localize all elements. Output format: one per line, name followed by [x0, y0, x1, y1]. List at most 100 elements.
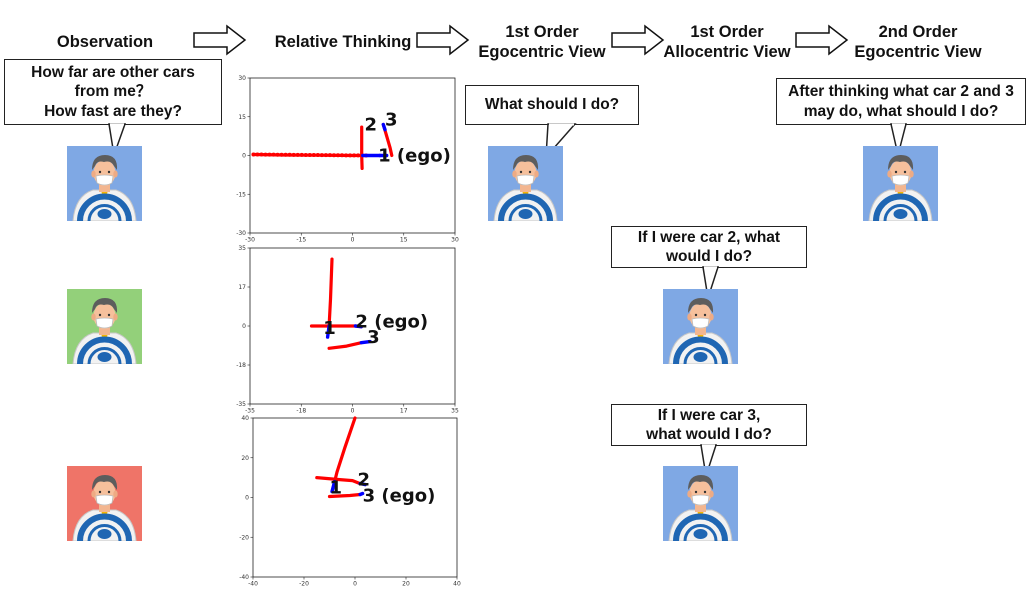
ear — [687, 313, 692, 321]
eye — [98, 170, 102, 174]
x-tick-label: -35 — [245, 408, 255, 415]
steering-wheel-hub — [693, 352, 708, 362]
recent-trajectory — [358, 491, 365, 497]
trajectory-point — [319, 153, 324, 158]
header-observation: Observation — [56, 33, 154, 51]
x-tick-label: 35 — [451, 408, 459, 415]
recent-trajectory — [381, 122, 387, 132]
trajectory-point — [259, 152, 264, 157]
trajectory-point — [356, 153, 361, 158]
trajectory-point — [303, 152, 308, 157]
trajectory-point — [275, 152, 280, 157]
car-label: 2 — [364, 115, 377, 136]
steering-wheel-inner — [683, 524, 718, 541]
steering-wheel-hub — [693, 529, 708, 539]
y-tick-label: 30 — [238, 75, 246, 82]
bubble-tail — [890, 123, 907, 156]
neck — [99, 184, 110, 192]
x-tick-label: 30 — [451, 237, 459, 244]
mask — [95, 494, 114, 506]
trajectory-point — [267, 152, 272, 157]
trajectory-point — [251, 152, 256, 157]
neck — [695, 504, 706, 512]
x-tick-label: 0 — [353, 581, 357, 588]
steering-wheel-hub — [518, 209, 533, 219]
eye — [107, 490, 111, 494]
ear — [113, 313, 118, 321]
arrow-icon — [416, 24, 470, 56]
trajectory-point — [299, 152, 304, 157]
trajectory-line — [327, 341, 363, 350]
y-tick-label: 40 — [241, 415, 249, 422]
eye — [107, 313, 111, 317]
trajectory-point — [344, 153, 349, 158]
car-label: 3 — [385, 109, 398, 130]
eye — [703, 313, 707, 317]
recent-trajectory — [325, 324, 331, 339]
eye — [903, 170, 907, 174]
ear — [887, 170, 892, 178]
y-tick-label: 0 — [242, 153, 246, 160]
arrow-icon — [611, 24, 665, 56]
recent-trajectory — [359, 339, 372, 345]
eye — [528, 170, 532, 174]
x-tick-label: -40 — [248, 581, 258, 588]
trajectory-point — [283, 152, 288, 157]
plot-frame — [252, 417, 458, 578]
trajectory-point — [255, 152, 260, 157]
ear — [113, 490, 118, 498]
trajectory-point — [340, 153, 345, 158]
trajectory-point — [352, 153, 357, 158]
mask — [95, 174, 114, 186]
trajectory-point — [271, 152, 276, 157]
trajectory-point — [335, 153, 340, 158]
ear — [91, 170, 96, 178]
mask — [691, 317, 710, 329]
driver-avatar-blue — [67, 146, 142, 221]
driver-avatar-blue — [863, 146, 938, 221]
car-label: 1 — [330, 478, 343, 499]
y-tick-label: -35 — [236, 401, 246, 408]
y-tick-label: 17 — [238, 284, 246, 291]
neck — [520, 184, 531, 192]
ear — [709, 490, 714, 498]
trajectory-point — [279, 152, 284, 157]
trajectory-line — [332, 416, 357, 484]
hair — [92, 155, 118, 170]
steering-wheel-icon — [873, 193, 928, 221]
trajectory-line — [327, 257, 334, 328]
steering-wheel-hub — [97, 209, 112, 219]
car-label: 3 — [367, 327, 380, 348]
driver-avatar-green — [67, 289, 142, 364]
steering-wheel-icon — [77, 336, 132, 364]
eye — [519, 170, 523, 174]
car-label: 1 — [323, 318, 336, 339]
neck — [895, 184, 906, 192]
mask — [95, 317, 114, 329]
ear — [113, 170, 118, 178]
trajectory-line — [381, 122, 394, 158]
trajectory-line — [315, 475, 362, 486]
steering-wheel-hub — [893, 209, 908, 219]
steering-wheel-icon — [498, 193, 553, 221]
hair — [688, 298, 714, 313]
trajectory-point — [263, 152, 268, 157]
arrow-icon — [795, 24, 849, 56]
steering-wheel-icon — [77, 513, 132, 541]
car-label: 1 (ego) — [378, 146, 451, 167]
mask — [516, 174, 535, 186]
hair — [92, 298, 118, 313]
y-tick-label: -18 — [236, 362, 246, 369]
x-tick-label: 20 — [402, 581, 410, 588]
trajectory-line — [327, 492, 362, 499]
steering-wheel-inner — [87, 204, 122, 221]
steering-wheel-hub — [97, 352, 112, 362]
ear — [534, 170, 539, 178]
hair — [688, 475, 714, 490]
header-relative-thinking: Relative Thinking — [274, 33, 412, 51]
eye — [98, 313, 102, 317]
y-tick-label: 0 — [242, 323, 246, 330]
trajectory-point — [287, 152, 292, 157]
